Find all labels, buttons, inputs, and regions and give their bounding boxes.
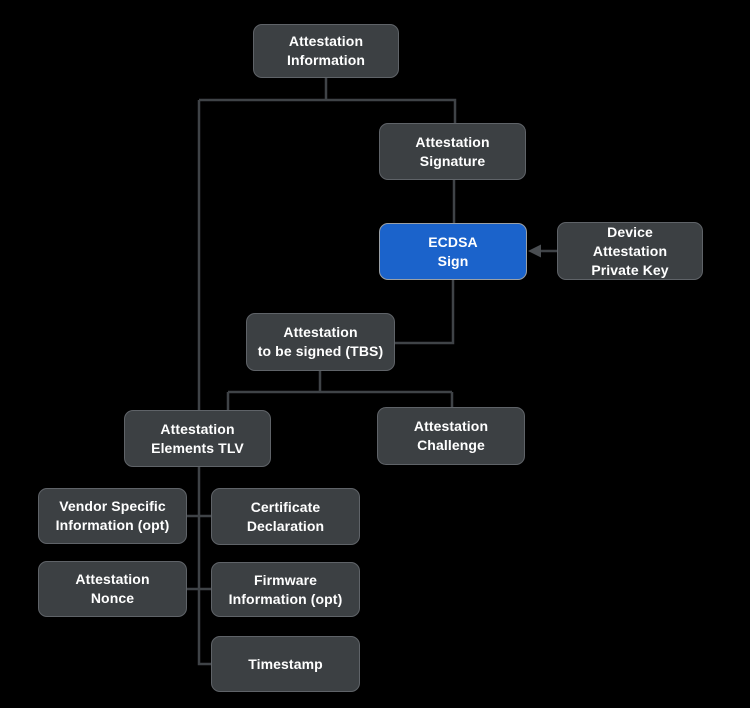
node-ecdsa-sign: ECDSA Sign: [379, 223, 527, 280]
node-attestation-signature: Attestation Signature: [379, 123, 526, 180]
edge-info-branch: [197, 78, 457, 410]
node-firmware-information: Firmware Information (opt): [211, 562, 360, 617]
node-attestation-information: Attestation Information: [253, 24, 399, 78]
node-attestation-elements-tlv: Attestation Elements TLV: [124, 410, 271, 467]
node-attestation-nonce: Attestation Nonce: [38, 561, 187, 617]
node-timestamp: Timestamp: [211, 636, 360, 692]
arrow-head: [528, 244, 541, 258]
edge-tbs-branch: [226, 371, 454, 410]
edge-tlv-trunk: [187, 467, 211, 666]
node-certificate-declaration: Certificate Declaration: [211, 488, 360, 545]
edge-ecdsa-tbs: [395, 280, 455, 345]
node-attestation-challenge: Attestation Challenge: [377, 407, 525, 465]
node-device-attestation-private-key: Device Attestation Private Key: [557, 222, 703, 280]
node-attestation-tbs: Attestation to be signed (TBS): [246, 313, 395, 371]
node-vendor-specific-information: Vendor Specific Information (opt): [38, 488, 187, 544]
